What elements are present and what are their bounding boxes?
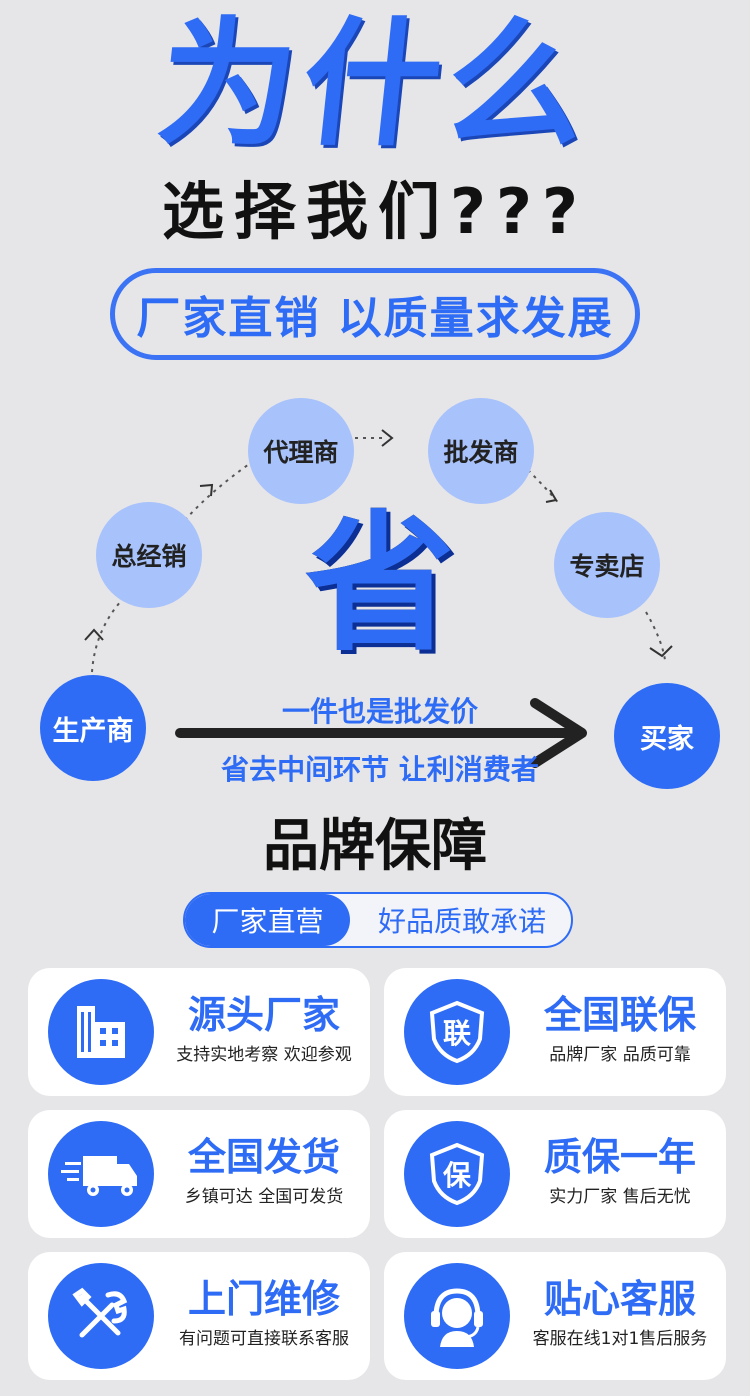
connector-arrowhead-2 — [199, 483, 214, 497]
brand-tag-left: 厂家直营 — [185, 894, 350, 946]
card-title: 全国联保 — [543, 993, 696, 1037]
svg-text:保: 保 — [443, 1159, 472, 1192]
main-arrow-head — [530, 698, 587, 768]
card-one-year-warranty: 保 质保一年 实力厂家 售后无忧 — [384, 1110, 726, 1238]
brand-title: 品牌保障 — [263, 814, 487, 879]
card-title: 贴心客服 — [543, 1277, 696, 1321]
card-title: 源头厂家 — [187, 993, 340, 1037]
brand-tag-right: 好品质敢承诺 — [377, 905, 546, 938]
node-buyer: 买家 — [614, 683, 720, 789]
node-store: 专卖店 — [554, 512, 660, 618]
card-title: 质保一年 — [543, 1135, 696, 1179]
hero-subtitle: 选择我们??? — [162, 175, 588, 248]
card-desc: 支持实地考察 欢迎参观 — [176, 1045, 352, 1065]
factory-building-icon — [48, 979, 154, 1085]
card-national-warranty: 联 全国联保 品牌厂家 品质可靠 — [384, 968, 726, 1096]
headset-agent-icon — [404, 1263, 510, 1369]
connector-5 — [645, 611, 666, 661]
slogan-banner: 厂家直销 以质量求发展 — [110, 268, 640, 360]
card-desc: 实力厂家 售后无忧 — [549, 1187, 691, 1207]
node-wholesaler: 批发商 — [428, 398, 534, 504]
node-manufacturer: 生产商 — [40, 675, 146, 781]
svg-text:联: 联 — [443, 1017, 471, 1050]
connector-1 — [91, 599, 123, 673]
card-title: 上门维修 — [187, 1277, 340, 1321]
card-onsite-repair: 上门维修 有问题可直接联系客服 — [28, 1252, 370, 1380]
connector-4 — [527, 469, 561, 506]
card-title: 全国发货 — [187, 1135, 340, 1179]
arrow-top-text: 一件也是批发价 — [281, 695, 478, 728]
connector-arrowhead-4 — [545, 489, 558, 503]
shield-lian-icon: 联 — [404, 979, 510, 1085]
card-desc: 客服在线1对1售后服务 — [532, 1329, 708, 1349]
shield-bao-icon: 保 — [404, 1121, 510, 1227]
connector-arrowhead-3 — [381, 429, 394, 447]
card-source-factory: 源头厂家 支持实地考察 欢迎参观 — [28, 968, 370, 1096]
node-agent: 代理商 — [248, 398, 354, 504]
node-general-distributor: 总经销 — [96, 502, 202, 608]
slogan-text: 厂家直销 以质量求发展 — [136, 293, 614, 344]
arrow-bottom-text: 省去中间环节 让利消费者 — [221, 753, 539, 786]
wrench-screwdriver-icon — [48, 1263, 154, 1369]
card-customer-service: 贴心客服 客服在线1对1售后服务 — [384, 1252, 726, 1380]
card-desc: 乡镇可达 全国可发货 — [184, 1187, 344, 1207]
connector-arrowhead-1 — [84, 628, 104, 641]
connector-2 — [184, 461, 253, 521]
delivery-truck-icon — [48, 1121, 154, 1227]
card-national-shipping: 全国发货 乡镇可达 全国可发货 — [28, 1110, 370, 1238]
save-character: 省 — [305, 498, 456, 672]
card-desc: 有问题可直接联系客服 — [179, 1329, 349, 1349]
card-desc: 品牌厂家 品质可靠 — [549, 1045, 691, 1065]
connector-arrowhead-5 — [649, 645, 673, 658]
flow-connectors — [84, 429, 673, 768]
